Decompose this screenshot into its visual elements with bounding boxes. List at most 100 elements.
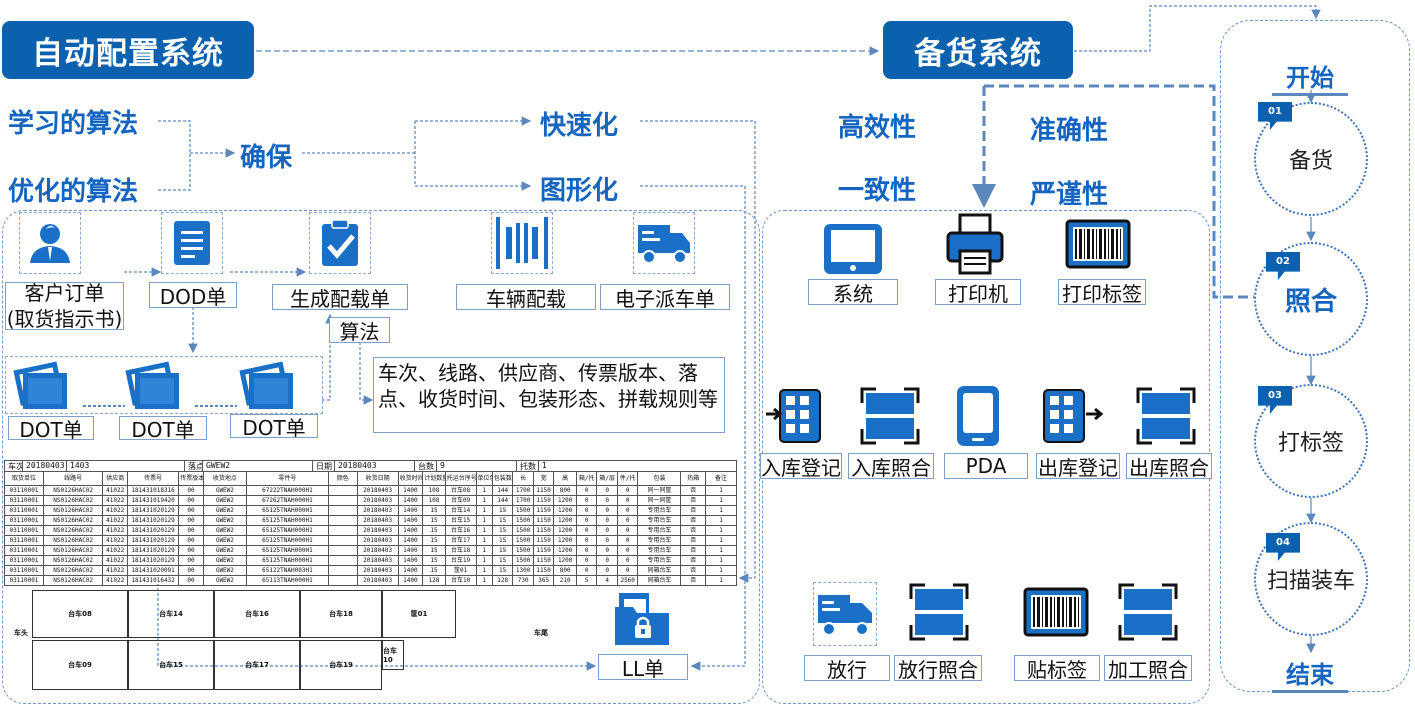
table-cell: 65122TNAH003H1: [245, 565, 329, 576]
accuracy-heading: 准确性: [1030, 116, 1109, 146]
sheet-column-header: 高: [553, 471, 577, 486]
auto-config-banner: 自动配置系统: [2, 21, 254, 79]
table-cell: GWEW2: [202, 485, 247, 496]
sheet-column-header: 件/托: [616, 471, 639, 486]
table-cell: 41022: [102, 485, 128, 496]
table-cell: NS0126HAC02: [42, 575, 104, 586]
table-cell: 15: [491, 535, 514, 546]
sheet-header-cell: GWEW2: [203, 461, 313, 471]
table-cell: 1400: [397, 525, 424, 536]
table-cell: 20180403: [356, 535, 399, 546]
table-cell: 41022: [102, 505, 128, 516]
step-label: 备货: [1288, 149, 1333, 174]
table-cell: 1: [475, 505, 493, 516]
bay: 筐01: [382, 590, 456, 638]
table-cell: 15: [422, 525, 446, 536]
table-cell: 否: [680, 555, 707, 566]
step-label: 照合: [1284, 286, 1337, 317]
sheet-header-cell: 落点: [185, 461, 203, 471]
consistency-heading: 一致性: [838, 176, 917, 206]
rigor-heading: 严谨性: [1030, 180, 1109, 210]
table-cell: 181431020129: [126, 505, 180, 516]
table-cell: 1400: [397, 535, 424, 546]
dot-label: DOT单: [119, 416, 207, 442]
table-cell: 1200: [553, 505, 577, 516]
tablet-icon: [820, 220, 886, 278]
table-cell: 专用台车: [637, 515, 682, 526]
table-cell: 144: [491, 495, 514, 506]
process-check-label: 加工照合: [1104, 655, 1192, 682]
table-cell: 否: [680, 545, 707, 556]
table-cell: 1: [475, 515, 493, 526]
sheet-header-cell: 1: [542, 461, 547, 470]
table-cell: NS0126HAC02: [42, 495, 104, 506]
table-cell: 1500: [512, 505, 534, 516]
table-cell: 5: [575, 575, 598, 586]
table-cell: 1400: [397, 565, 424, 576]
sheet-column-header: 箱/层: [596, 471, 618, 486]
table-cell: 1: [475, 575, 493, 586]
sheet-column-header: 热箱: [680, 471, 707, 486]
table-cell: 1200: [553, 555, 577, 566]
table-cell: 00: [178, 495, 204, 506]
sheet-column-header: 传票版本号: [178, 471, 204, 486]
table-cell: 20180403: [356, 495, 399, 506]
table-cell: 730: [512, 575, 534, 586]
dot-group: [5, 356, 323, 414]
table-cell: 67262TNAH000H1: [245, 495, 329, 506]
table-cell: 181431020129: [126, 515, 180, 526]
table-cell: 20180403: [356, 555, 399, 566]
table-cell: 0: [575, 565, 598, 576]
table-cell: 1400: [397, 495, 424, 506]
outbound-check-label: 出库照合: [1126, 453, 1212, 480]
table-cell: 00: [178, 505, 204, 516]
dot-stack-icon: [238, 357, 298, 413]
table-cell: NS0126HAC02: [42, 565, 104, 576]
bay: 台车09: [32, 640, 128, 690]
dot-label: DOT单: [230, 414, 318, 440]
table-cell: [327, 495, 358, 506]
table-cell: 03110001: [4, 535, 44, 546]
table-cell: 否: [680, 565, 707, 576]
table-cell: 20180403: [356, 545, 399, 556]
table-cell: 1: [475, 555, 493, 566]
table-cell: 03110001: [4, 525, 44, 536]
table-cell: 0: [616, 565, 639, 576]
table-cell: 1200: [553, 545, 577, 556]
table-cell: 03110001: [4, 555, 44, 566]
table-cell: 128: [422, 575, 446, 586]
table-cell: 181431020129: [126, 555, 180, 566]
table-cell: 专用台车: [637, 555, 682, 566]
table-cell: 15: [491, 525, 514, 536]
table-cell: 00: [178, 525, 204, 536]
table-cell: 108: [422, 495, 446, 506]
dod-label: DOD单: [149, 282, 237, 309]
table-cell: 0: [616, 535, 639, 546]
table-cell: 同一同筐: [637, 495, 682, 506]
customer-order-line1: 客户订单: [24, 281, 105, 305]
truck-layout: 车头 车尾 台车08 台车14 台车16 台车18 筐01 台车09 台车15 …: [4, 586, 564, 696]
barcode-vehicle-icon: [491, 212, 553, 274]
release-truck-icon: [813, 582, 877, 646]
table-cell: 41022: [102, 575, 128, 586]
auto-config-panel: [2, 210, 760, 704]
table-cell: 20180403: [356, 575, 399, 586]
algorithm-label: 算法: [329, 317, 390, 344]
table-cell: 15: [422, 555, 446, 566]
table-cell: 1700: [512, 485, 534, 496]
table-cell: 同箱台车: [637, 565, 682, 576]
sheet-header-cell: 20180403: [335, 461, 415, 471]
table-cell: 15: [422, 505, 446, 516]
table-cell: 1150: [532, 535, 555, 546]
barcode-icon: [1064, 218, 1132, 270]
table-cell: GWEW2: [202, 575, 247, 586]
table-cell: 1400: [397, 575, 424, 586]
table-cell: [327, 505, 358, 516]
customer-icon: [19, 212, 81, 274]
table-cell: 15: [491, 565, 514, 576]
table-cell: 144: [491, 485, 514, 496]
table-cell: 1: [705, 505, 737, 516]
table-cell: 台车14: [444, 505, 477, 516]
